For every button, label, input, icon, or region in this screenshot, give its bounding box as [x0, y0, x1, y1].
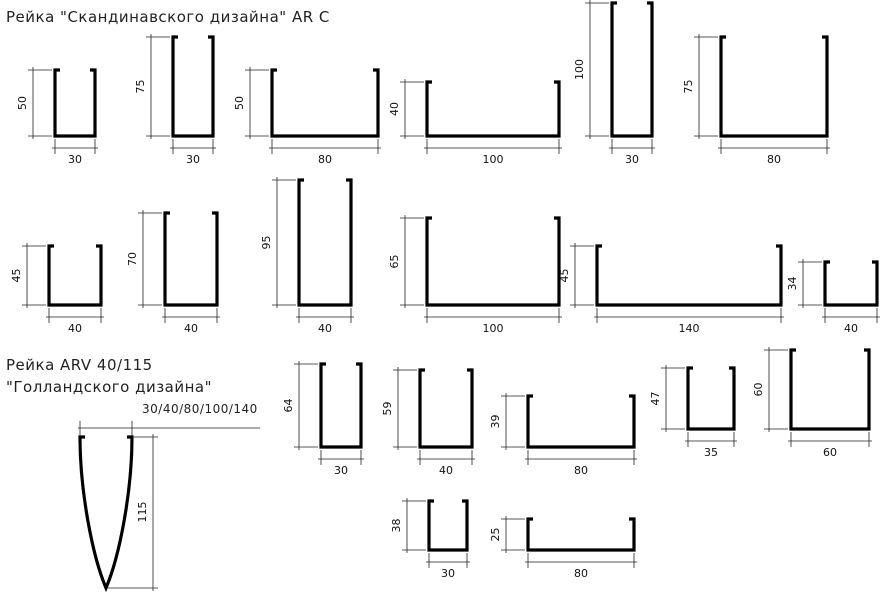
width-label: 40: [318, 322, 332, 335]
width-label: 100: [483, 322, 504, 335]
profile-30x50: 30 50: [16, 67, 98, 166]
profile-30x75: 30 75: [134, 34, 216, 166]
width-label: 140: [679, 322, 700, 335]
height-label: 50: [233, 96, 246, 110]
height-label: 50: [16, 96, 29, 110]
height-label: 39: [489, 415, 502, 429]
arv-outline: [78, 435, 134, 593]
profile-30x100: 30 100: [573, 0, 655, 166]
profile-40x70: 40 70: [126, 210, 220, 335]
width-label: 100: [483, 153, 504, 166]
channel-outline: [418, 368, 474, 449]
title-arv: Рейка ARV 40/115: [6, 356, 153, 374]
channel-outline: [425, 80, 561, 138]
profile-80x25: 80 25: [489, 516, 637, 580]
width-label: 80: [574, 464, 588, 477]
channel-outline: [53, 68, 97, 138]
channel-outline: [610, 1, 654, 138]
width-label: 30: [68, 153, 82, 166]
profile-40x34: 40 34: [786, 259, 880, 335]
width-label: 30: [186, 153, 200, 166]
height-label: 45: [10, 269, 23, 283]
height-label: 25: [489, 528, 502, 542]
width-label: 35: [704, 446, 718, 459]
width-label: 40: [439, 464, 453, 477]
height-label: 45: [558, 269, 571, 283]
channel-outline: [686, 366, 736, 431]
height-label: 47: [649, 392, 662, 406]
channel-outline: [171, 35, 215, 138]
title-scandinavian: Рейка "Скандинавского дизайна" AR C: [6, 8, 330, 26]
channel-outline: [319, 362, 363, 449]
arv-widths-label: 30/40/80/100/140: [142, 402, 258, 416]
channel-outline: [47, 244, 103, 307]
height-label: 75: [134, 80, 147, 94]
channel-outline: [719, 35, 829, 138]
height-label: 100: [573, 59, 586, 80]
channel-outline: [270, 68, 380, 138]
profile-30x38: 30 38: [390, 498, 470, 580]
channel-outline: [297, 178, 353, 307]
profile-40x45: 40 45: [10, 243, 104, 335]
profile-80x39: 80 39: [489, 393, 637, 477]
profile-arv: 115: [78, 421, 260, 593]
channel-outline: [823, 260, 879, 307]
height-label: 115: [136, 502, 149, 523]
channel-outline: [427, 499, 469, 552]
channel-outline: [789, 348, 871, 431]
profile-100x65: 100 65: [388, 215, 562, 335]
height-label: 75: [682, 80, 695, 94]
height-label: 70: [126, 252, 139, 266]
profile-140x45: 140 45: [558, 243, 784, 335]
height-label: 34: [786, 277, 799, 291]
profile-80x75: 80 75: [682, 34, 830, 166]
height-label: 59: [381, 402, 394, 416]
width-label: 80: [767, 153, 781, 166]
height-label: 95: [260, 236, 273, 250]
profile-80x50: 80 50: [233, 67, 381, 166]
height-label: 64: [282, 399, 295, 413]
channel-outline: [526, 394, 636, 449]
width-label: 80: [318, 153, 332, 166]
title-dutch: "Голландского дизайна": [6, 378, 213, 396]
channel-outline: [425, 216, 561, 307]
channel-outline: [163, 211, 219, 307]
height-label: 40: [388, 102, 401, 116]
height-label: 38: [390, 519, 403, 533]
profile-30x64: 30 64: [282, 361, 364, 477]
width-label: 40: [844, 322, 858, 335]
width-label: 30: [441, 567, 455, 580]
height-label: 60: [752, 383, 765, 397]
profile-40x95: 40 95: [260, 177, 354, 335]
height-label: 65: [388, 255, 401, 269]
channel-outline: [595, 244, 783, 307]
profile-40x59: 40 59: [381, 367, 475, 477]
width-label: 80: [574, 567, 588, 580]
profile-35x47: 35 47: [649, 365, 737, 459]
width-label: 30: [334, 464, 348, 477]
width-label: 40: [68, 322, 82, 335]
width-label: 60: [823, 446, 837, 459]
width-label: 30: [625, 153, 639, 166]
width-label: 40: [184, 322, 198, 335]
profile-100x40: 100 40: [388, 79, 562, 166]
channel-outline: [526, 517, 636, 552]
profile-60x60: 60 60: [752, 347, 872, 459]
